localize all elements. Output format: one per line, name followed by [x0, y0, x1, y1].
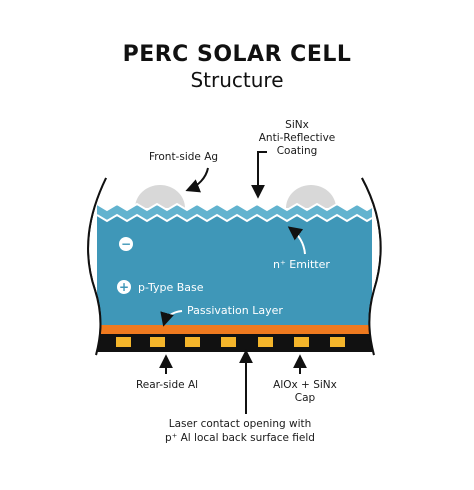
laser-label-line2: p⁺ Al local back surface field [165, 432, 315, 444]
local-bsf-contact [185, 337, 200, 347]
front-ag-contact-right [286, 185, 336, 208]
front-ag-label: Front-side Ag [149, 151, 218, 163]
local-bsf-contact [330, 337, 345, 347]
local-bsf-contact [150, 337, 165, 347]
page-subtitle: Structure [190, 68, 284, 92]
passivation-arrow [160, 310, 183, 327]
minus-symbol: − [121, 237, 131, 251]
local-bsf-contact [258, 337, 273, 347]
p-type-base-label: p-Type Base [138, 281, 204, 294]
page-title: PERC SOLAR CELL [122, 42, 352, 67]
edge-mask-right [362, 170, 410, 360]
minus-charge-icon [119, 237, 133, 251]
sinx-label-line2: Anti-Reflective [259, 132, 336, 144]
aiox-label-line1: AlOx + SiNx [273, 379, 337, 391]
front-ag-contact-left [135, 185, 185, 208]
local-bsf-contact [116, 337, 131, 347]
n-emitter-label: n⁺ Emitter [273, 258, 330, 271]
edge-mask-left [60, 170, 106, 360]
sinx-label-line1: SiNx [285, 119, 309, 131]
n-emitter-arrow [287, 226, 306, 255]
passivation-layer-label: Passivation Layer [187, 304, 283, 317]
front-ag-arrow [185, 167, 209, 193]
sinx-arrow [251, 151, 267, 199]
sinx-label-line3: Coating [277, 145, 318, 157]
plus-charge-icon [117, 280, 131, 294]
cell-edge-right-line [361, 177, 382, 356]
aiox-label-line2: Cap [295, 392, 316, 404]
rear-al-label: Rear-side Al [136, 379, 198, 391]
laser-label-line1: Laser contact opening with [169, 418, 312, 430]
plus-symbol: + [119, 280, 129, 294]
p-type-base-layer [97, 210, 372, 325]
local-bsf-contact [221, 337, 236, 347]
local-bsf-contact [294, 337, 309, 347]
cell-edge-left-line [87, 177, 107, 356]
coating-line-top [96, 202, 373, 212]
coating-line-bottom [96, 213, 373, 223]
passivation-layer [97, 325, 372, 334]
